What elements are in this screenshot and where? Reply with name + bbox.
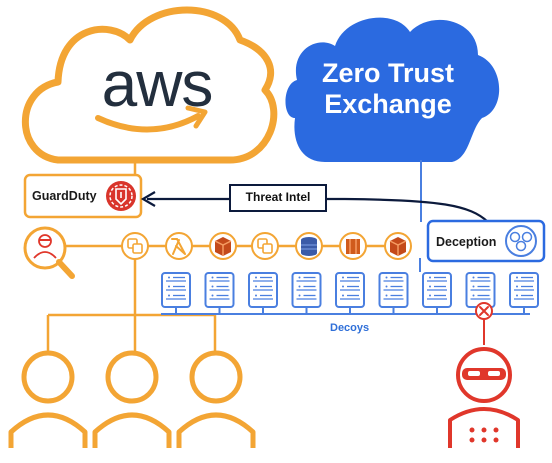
user-icon [92, 350, 172, 448]
threat-hunting-icon [23, 226, 75, 279]
decoy-network-lines [161, 258, 530, 315]
aws-logo-text: aws [101, 48, 214, 120]
decoy-server-icon [204, 272, 235, 314]
decoy-server-icon [509, 272, 539, 314]
zero-trust-exchange-title: Zero Trust Exchange [321, 58, 455, 119]
aws-smile-icon [95, 113, 201, 133]
decoy-server-icon [465, 272, 496, 314]
deception-label: Deception [436, 235, 497, 249]
deception-icon [505, 225, 537, 257]
cube-icon-2 [339, 232, 367, 260]
zero-trust-exchange-cloud [285, 17, 500, 163]
database-icon [295, 232, 323, 260]
aws-cloud [22, 6, 278, 164]
decoy-server-icon [335, 272, 365, 314]
guardduty-label: GuardDuty [32, 189, 97, 203]
resource-stack-icon-1 [121, 232, 149, 260]
decoy-server-icon [291, 272, 322, 314]
lambda-icon [165, 232, 193, 260]
users-group [8, 350, 256, 448]
deception-box [426, 219, 546, 263]
cube-icon-1 [209, 232, 237, 260]
blocked-icon [475, 302, 493, 345]
decoy-server-icon [248, 272, 278, 314]
guardduty-icon [106, 181, 136, 211]
user-icon [8, 350, 88, 448]
attacker-icon [448, 347, 520, 448]
arrow-head-icon [140, 191, 156, 207]
guardduty-box [23, 173, 143, 219]
user-icon [176, 350, 256, 448]
decoys-label: Decoys [330, 322, 370, 334]
cube-icon-3 [384, 232, 412, 260]
decoy-server-icon [161, 272, 191, 314]
threat-intel-label: Threat Intel [245, 190, 311, 204]
threat-intel-flow [140, 184, 489, 223]
resource-stack-icon-2 [251, 232, 279, 260]
decoy-servers [161, 272, 539, 314]
decoy-server-icon [422, 272, 452, 314]
decoy-server-icon [378, 272, 409, 314]
